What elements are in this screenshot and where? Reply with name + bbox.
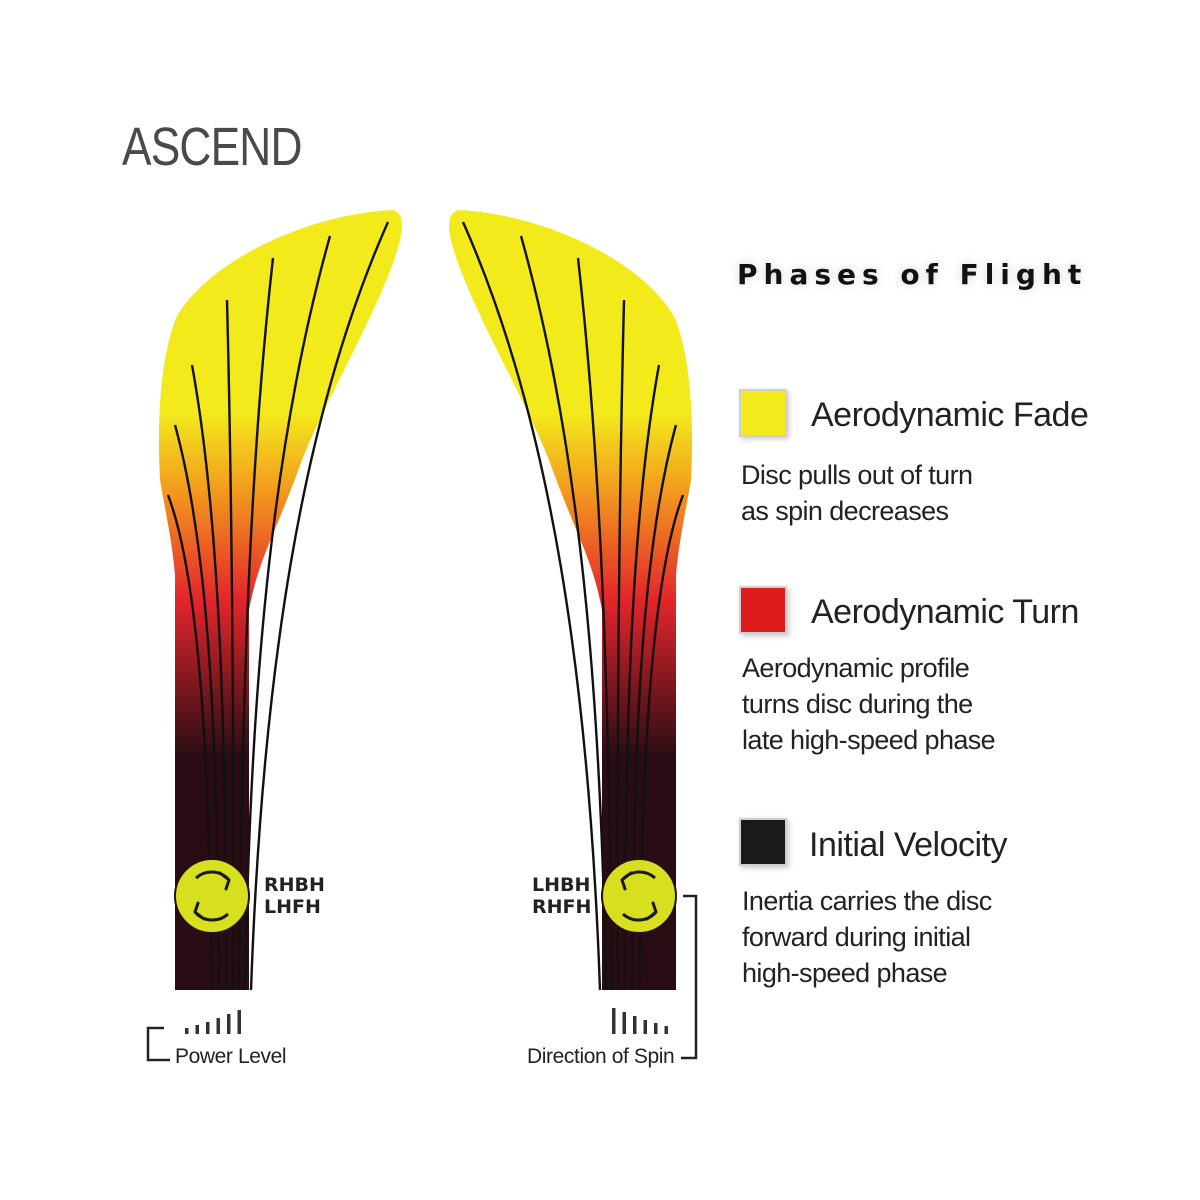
throw-label-right: LHBH RHFH	[532, 874, 591, 918]
power-level-bar	[206, 1022, 210, 1034]
legend-heading: Phases of Flight	[737, 258, 1088, 291]
turn-color-swatch	[739, 586, 787, 634]
power-level-bar	[227, 1014, 231, 1034]
flight-path-band	[158, 210, 402, 990]
direction-of-spin-caption: Direction of Spin	[527, 1045, 675, 1068]
spin-level-bar	[633, 1016, 637, 1034]
description-line: late high-speed phase	[742, 725, 996, 755]
throw-type: RHBH	[264, 874, 325, 896]
product-title: ASCEND	[122, 117, 302, 177]
legend-description-fade: Disc pulls out of turn as spin decreases	[741, 457, 973, 529]
spin-bracket	[681, 894, 698, 1060]
description-line: as spin decreases	[741, 496, 949, 526]
throw-type: LHBH	[532, 874, 591, 896]
fade-color-swatch	[739, 389, 787, 437]
trajectory-line	[249, 221, 390, 991]
legend-description-velocity: Inertia carries the disc forward during …	[742, 883, 992, 991]
spin-disc	[601, 858, 677, 934]
velocity-color-swatch	[739, 818, 787, 866]
spin-disc	[174, 858, 250, 934]
description-line: Inertia carries the disc	[742, 886, 992, 916]
power-level-bracket	[146, 1026, 170, 1062]
spin-arrowhead-icon	[193, 901, 206, 921]
trajectory-line	[519, 235, 608, 991]
spin-level-bar	[664, 1026, 668, 1034]
throw-type: LHFH	[264, 896, 321, 918]
power-level-bar	[185, 1028, 189, 1034]
spin-level-bar	[643, 1020, 647, 1034]
throw-type: RHFH	[532, 896, 592, 918]
spin-level-bar	[622, 1012, 626, 1034]
throw-label-left: RHBH LHFH	[264, 874, 325, 918]
flight-path-band	[449, 210, 693, 990]
spin-arrowhead-icon	[645, 901, 658, 921]
power-level-bar	[195, 1025, 199, 1034]
description-line: Aerodynamic profile	[742, 653, 970, 683]
spin-arrowhead-icon	[218, 871, 231, 891]
description-line: high-speed phase	[742, 958, 948, 988]
trajectory-line	[243, 235, 332, 991]
flight-path-left	[158, 210, 402, 991]
legend-description-turn: Aerodynamic profile turns disc during th…	[742, 650, 996, 758]
spin-level-bar	[654, 1023, 658, 1034]
power-level-bar	[216, 1018, 220, 1034]
description-line: turns disc during the	[742, 689, 973, 719]
trajectory-line	[461, 221, 602, 991]
spin-level-bar	[612, 1008, 616, 1034]
description-line: forward during initial	[742, 922, 971, 952]
description-line: Disc pulls out of turn	[741, 460, 973, 490]
legend-label-fade: Aerodynamic Fade	[811, 396, 1089, 434]
spin-arrowhead-icon	[620, 871, 633, 891]
power-level-bar	[237, 1010, 241, 1034]
power-level-caption: Power Level	[175, 1045, 287, 1068]
flight-path-right	[449, 210, 693, 991]
legend-label-velocity: Initial Velocity	[809, 826, 1008, 864]
legend-label-turn: Aerodynamic Turn	[811, 593, 1079, 631]
